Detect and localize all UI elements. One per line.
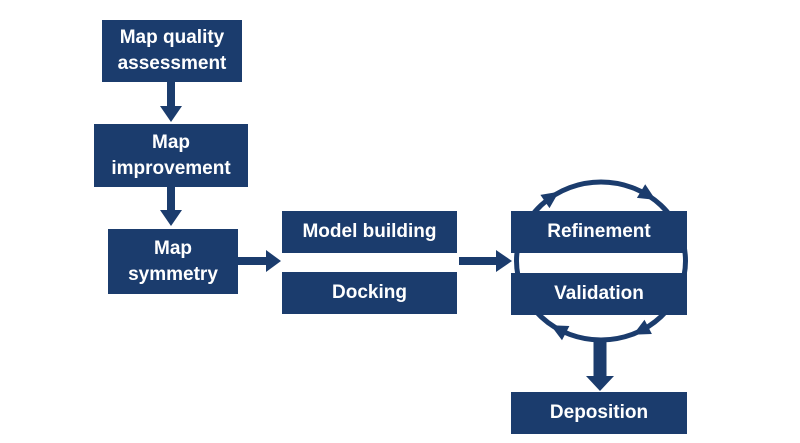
cycle-arrowhead-bottom-left-icon: [550, 325, 570, 341]
arrow-map-improvement-to-map-symmetry-icon: [160, 187, 182, 226]
node-deposition: Deposition: [511, 392, 687, 434]
node-model-building-label: Model building: [302, 221, 437, 243]
cycle-arrowhead-top-right-icon: [636, 184, 656, 200]
cycle-arrowhead-top-left-icon: [540, 191, 559, 209]
refinement-validation-cycle-circle: [514, 179, 688, 343]
node-refinement: Refinement: [511, 211, 687, 253]
node-docking-label: Docking: [332, 282, 407, 304]
node-map-improvement: Map improvement: [94, 124, 248, 187]
arrow-cycle-to-deposition-icon: [586, 338, 614, 391]
node-map-quality-assessment-label: Map quality assessment: [117, 27, 227, 74]
node-map-quality-assessment: Map quality assessment: [102, 20, 242, 82]
arrow-map-quality-to-map-improvement-icon: [160, 82, 182, 122]
node-validation-label: Validation: [554, 283, 644, 305]
cycle-arrowhead-bottom-right-icon: [633, 319, 652, 335]
node-deposition-label: Deposition: [549, 402, 649, 424]
arrow-model-building-to-refinement-icon: [459, 250, 512, 272]
node-refinement-label: Refinement: [547, 221, 651, 243]
node-map-symmetry: Map symmetry: [108, 229, 238, 294]
node-model-building: Model building: [282, 211, 457, 253]
arrow-map-symmetry-to-model-building-icon: [238, 250, 281, 272]
node-docking: Docking: [282, 272, 457, 314]
node-validation: Validation: [511, 273, 687, 315]
node-map-symmetry-label: Map symmetry: [128, 237, 218, 285]
node-map-improvement-label: Map improvement: [111, 131, 231, 179]
